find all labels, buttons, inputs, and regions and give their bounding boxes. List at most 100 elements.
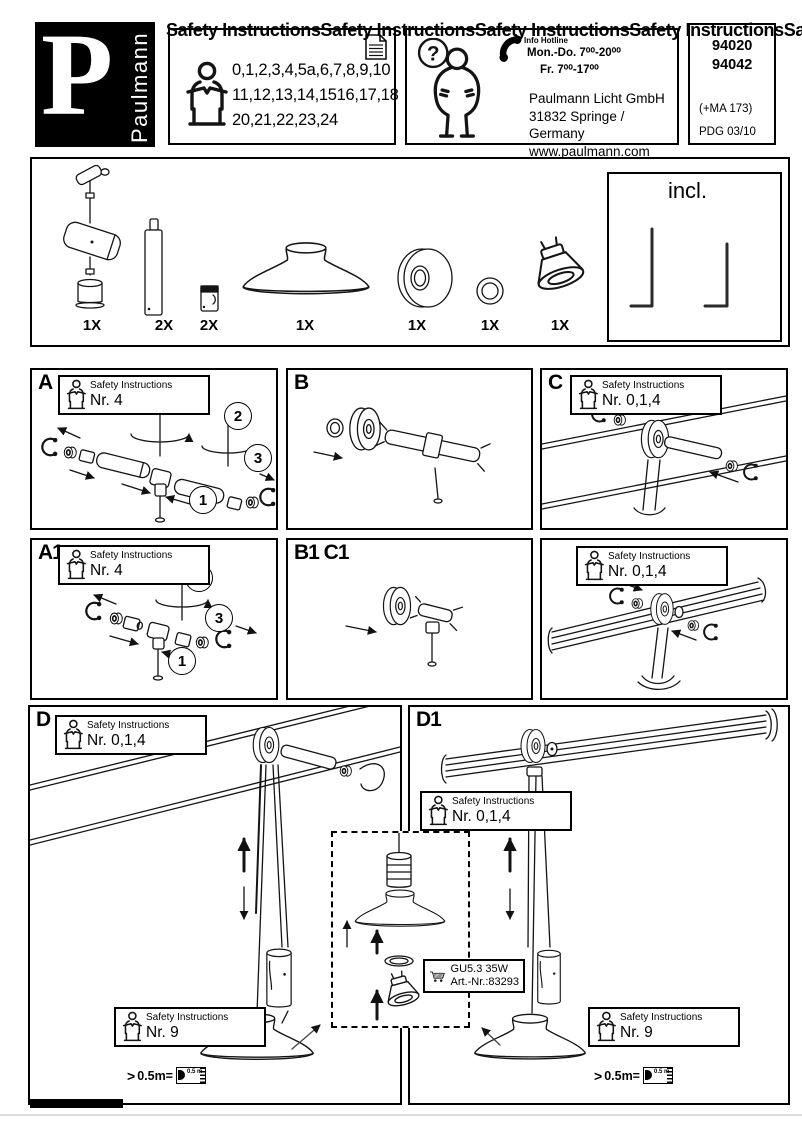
panel-a-label: A: [38, 371, 53, 394]
part-qty-disc: 1X: [407, 317, 427, 334]
safety-instructions-label: Safety Instructions: [90, 380, 173, 391]
reading-person-icon: [425, 795, 449, 827]
step-panel-a1: A1 Safety Instructions Nr. 4: [30, 538, 278, 700]
panel-d1-label: D1: [416, 708, 442, 731]
safety-instructions-label: Safety Instructions: [602, 380, 685, 391]
diagram-b1c1: [345, 586, 464, 667]
greater-than: >: [594, 1067, 603, 1084]
min-distance-label: > 0.5m= 0.5 m: [127, 1067, 206, 1084]
safety-instructions-label: Safety Instructions: [87, 720, 170, 731]
greater-than: >: [127, 1067, 136, 1084]
part-suspension: [63, 164, 121, 309]
safety-instructions-badge: Safety Instructions Nr. 4: [58, 375, 210, 415]
step-panel-c: C Safety Instructions Nr. 0,1,4: [540, 368, 788, 530]
bulb-type: GU5.3 35W: [450, 962, 508, 975]
part-qty-shade: 1X: [295, 317, 315, 334]
included-tools-box: incl.: [607, 172, 782, 342]
shopping-cart-icon: [429, 965, 447, 988]
reading-person-icon: [593, 1011, 617, 1043]
reading-person-icon: [119, 1011, 143, 1043]
question-mark: ?: [427, 42, 440, 65]
step-panel-b1c1: B1 C1: [286, 538, 533, 700]
safety-instructions-label: Safety Instructions: [608, 551, 691, 562]
hotline-hours: Mon.-Do. 7⁰⁰-20⁰⁰ Fr. 7⁰⁰-17⁰⁰: [527, 45, 621, 79]
step-panel-b: B: [286, 368, 533, 530]
distance-value: 0.5m=: [137, 1068, 173, 1083]
diagram-a1: [85, 561, 257, 681]
hatch-pattern: [666, 1068, 672, 1083]
distance-icon-value: 0.5 m: [653, 1069, 670, 1075]
hours-weekdays: Mon.-Do. 7⁰⁰-20⁰⁰: [527, 47, 621, 59]
safety-numbers-box: 0,1,2,3,4,5a,6,7,8,9,10 11,12,13,14,1516…: [168, 28, 399, 145]
distance-value: 0.5m=: [604, 1068, 640, 1083]
lamp-distance-icon: 0.5 m: [175, 1067, 206, 1084]
running-title: Safety InstructionsSafety InstructionsSa…: [166, 20, 802, 40]
included-label: incl.: [667, 178, 708, 203]
reading-person-icon: [60, 719, 84, 751]
company-address: 31832 Springe / Germany: [529, 108, 625, 142]
diagram-bulb-detail: [342, 833, 446, 1021]
part-ring: [476, 277, 504, 305]
safety-nr: Nr. 0,1,4: [608, 563, 667, 580]
safety-instructions-label: Safety Instructions: [90, 550, 173, 561]
step-number: 3: [244, 444, 272, 472]
logo-brand-text: Paulmann: [127, 31, 152, 143]
safety-instructions-badge: Safety Instructions Nr. 0,1,4: [420, 791, 572, 831]
question-person-icon: ?: [417, 38, 481, 138]
panel-b1c1-label: B1 C1: [294, 541, 350, 564]
lamp-shape: [644, 1070, 652, 1080]
diagram-d1: [440, 708, 778, 1060]
paulmann-logo: P Paulmann: [35, 10, 155, 147]
allen-keys-icon: [629, 227, 729, 308]
parts-overview-box: 1X 2X 2X 1X 1X 1X 1X incl.: [30, 157, 790, 347]
reading-person-icon: [581, 550, 605, 582]
safety-chapter-numbers: 0,1,2,3,4,5a,6,7,8,9,10 11,12,13,14,1516…: [232, 58, 399, 133]
safety-instructions-label: Safety Instructions: [146, 1012, 229, 1023]
step-panel-c1: Safety Instructions Nr. 0,1,4: [540, 538, 788, 700]
part-qty-adapter: 2X: [199, 317, 219, 334]
reading-person-icon: [63, 379, 87, 411]
part-shade: [242, 241, 370, 295]
diagram-d: [30, 707, 400, 1060]
safety-nr: Nr. 0,1,4: [87, 732, 146, 749]
safety-nr: Nr. 9: [146, 1024, 179, 1041]
company-block: Paulmann Licht GmbH 31832 Springe / Germ…: [529, 90, 677, 160]
part-qty-rod: 2X: [154, 317, 174, 334]
safety-instructions-badge: Safety Instructions Nr. 0,1,4: [576, 546, 728, 586]
lamp-distance-icon: 0.5 m: [642, 1067, 673, 1084]
article-number-1: 94020: [712, 38, 753, 54]
safety-instructions-label: Safety Instructions: [452, 796, 535, 807]
print-mark: [30, 1099, 123, 1108]
panel-a1-label: A1: [38, 541, 64, 564]
bulb-detail-callout: [331, 831, 470, 1028]
hotline-label: Info Hotline: [524, 36, 568, 45]
safety-nr: Nr. 0,1,4: [602, 392, 661, 409]
scan-edge: [0, 1114, 802, 1116]
step-number: 1: [189, 486, 217, 514]
diagram-b: [313, 407, 491, 504]
part-adapter: [200, 285, 219, 312]
safety-instructions-badge: Safety Instructions Nr. 0,1,4: [570, 375, 722, 415]
step-number: 2: [224, 402, 252, 430]
lamp-shape: [177, 1070, 185, 1080]
safety-instructions-badge: Safety Instructions Nr. 9: [588, 1007, 740, 1047]
reading-person-icon: [178, 50, 230, 140]
contact-box: ? Info Hotline Mon.-Do. 7⁰⁰-20⁰⁰ Fr. 7⁰⁰…: [405, 28, 679, 159]
numbers-line-1: 0,1,2,3,4,5a,6,7,8,9,10: [232, 61, 391, 79]
step-number: 1: [168, 647, 196, 675]
replacement-bulb-info: GU5.3 35W Art.-Nr.:83293: [423, 959, 525, 993]
safety-instructions-label: Safety Instructions: [620, 1012, 703, 1023]
part-qty-bulb: 1X: [550, 317, 570, 334]
article-numbers-box: 94020 94042 (+MA 173) PDG 03/10: [688, 23, 776, 145]
reading-person-icon: [63, 549, 87, 581]
panel-c-label: C: [548, 371, 563, 394]
distance-icon-value: 0.5 m: [186, 1069, 203, 1075]
company-name: Paulmann Licht GmbH: [529, 91, 665, 106]
reading-person-icon: [575, 379, 599, 411]
safety-nr: Nr. 0,1,4: [452, 808, 511, 825]
bulb-article-number: Art.-Nr.:83293: [450, 976, 519, 988]
safety-instructions-badge: Safety Instructions Nr. 0,1,4: [55, 715, 207, 755]
part-qty-suspension: 1X: [82, 317, 102, 334]
logo-letter: P: [41, 9, 114, 140]
